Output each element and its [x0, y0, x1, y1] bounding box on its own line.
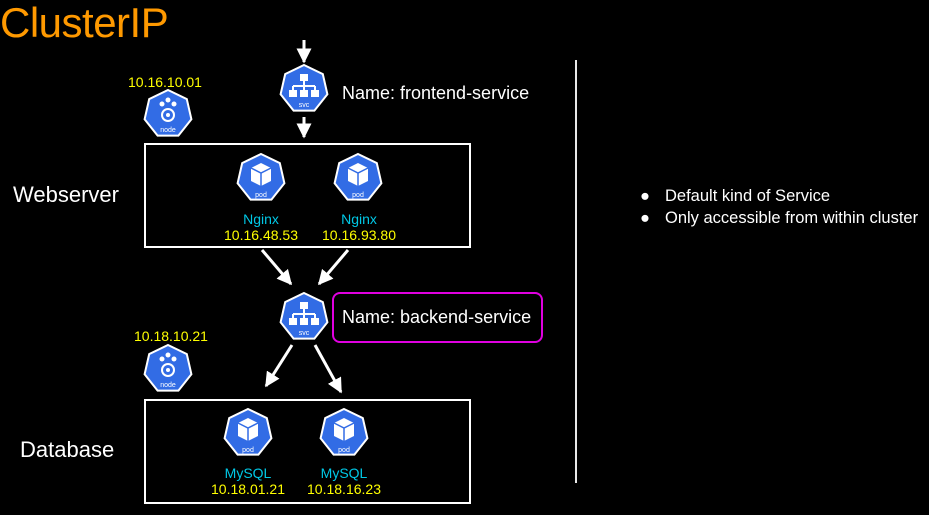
backend-to-mysql2-arrow: [313, 344, 343, 394]
pod-ip: 10.16.93.80: [322, 227, 396, 243]
pod-app-name: Nginx: [341, 211, 377, 227]
svc-caption: svc: [299, 330, 310, 337]
pod-ip: 10.18.01.21: [211, 481, 285, 497]
backend-to-mysql1-arrow: [264, 344, 294, 388]
database-label: Database: [20, 437, 115, 462]
mysql-pod-1-labels: MySQL 10.18.01.21: [198, 465, 298, 497]
frontend-service-name: Name: frontend-service: [342, 83, 530, 103]
database-node-ip: 10.18.10.21: [134, 328, 208, 344]
notes-item: ● Default kind of Service: [640, 185, 920, 207]
webserver-label: Webserver: [13, 182, 119, 207]
webserver-node-icon: node: [143, 88, 193, 137]
nginx-pod-1-labels: Nginx 10.16.48.53: [211, 211, 311, 243]
svc-caption: svc: [299, 102, 310, 109]
notes-list: ● Default kind of Service ● Only accessi…: [640, 185, 920, 229]
pod-app-name: Nginx: [243, 211, 279, 227]
frontend-svc-icon: svc: [279, 63, 329, 112]
database-box: [144, 399, 471, 504]
nginx1-to-backend-arrow: [260, 249, 293, 286]
page-title: ClusterIP: [0, 0, 169, 46]
backend-svc-icon: svc: [279, 291, 329, 340]
nginx2-to-backend-arrow: [317, 249, 350, 286]
backend-service-name: Name: backend-service: [342, 307, 532, 327]
pod-app-name: MySQL: [224, 465, 272, 481]
notes-item: ● Only accessible from within cluster: [640, 207, 920, 229]
node-caption: node: [160, 127, 176, 134]
webserver-box: [144, 143, 471, 248]
nginx-pod-2-icon: pod: [333, 152, 383, 201]
pod-caption: pod: [242, 447, 254, 454]
bullet-icon: ●: [640, 187, 650, 205]
pod-app-name: MySQL: [320, 465, 368, 481]
mysql-pod-2-icon: pod: [319, 407, 369, 456]
pod-ip: 10.18.16.23: [307, 481, 381, 497]
node-caption: node: [160, 382, 176, 389]
pod-caption: pod: [352, 192, 364, 199]
notes-item-text: Default kind of Service: [665, 187, 831, 205]
webserver-node-ip: 10.16.10.01: [128, 74, 202, 90]
nginx-pod-1-icon: pod: [236, 152, 286, 201]
pod-caption: pod: [338, 447, 350, 454]
backend-service-highlight: [332, 292, 543, 343]
pod-caption: pod: [255, 192, 267, 199]
pod-ip: 10.16.48.53: [224, 227, 298, 243]
vertical-divider: [575, 60, 577, 483]
mysql-pod-1-icon: pod: [223, 407, 273, 456]
bullet-icon: ●: [640, 209, 650, 227]
database-node-icon: node: [143, 343, 193, 392]
notes-item-text: Only accessible from within cluster: [665, 209, 919, 227]
nginx-pod-2-labels: Nginx 10.16.93.80: [309, 211, 409, 243]
mysql-pod-2-labels: MySQL 10.18.16.23: [294, 465, 394, 497]
